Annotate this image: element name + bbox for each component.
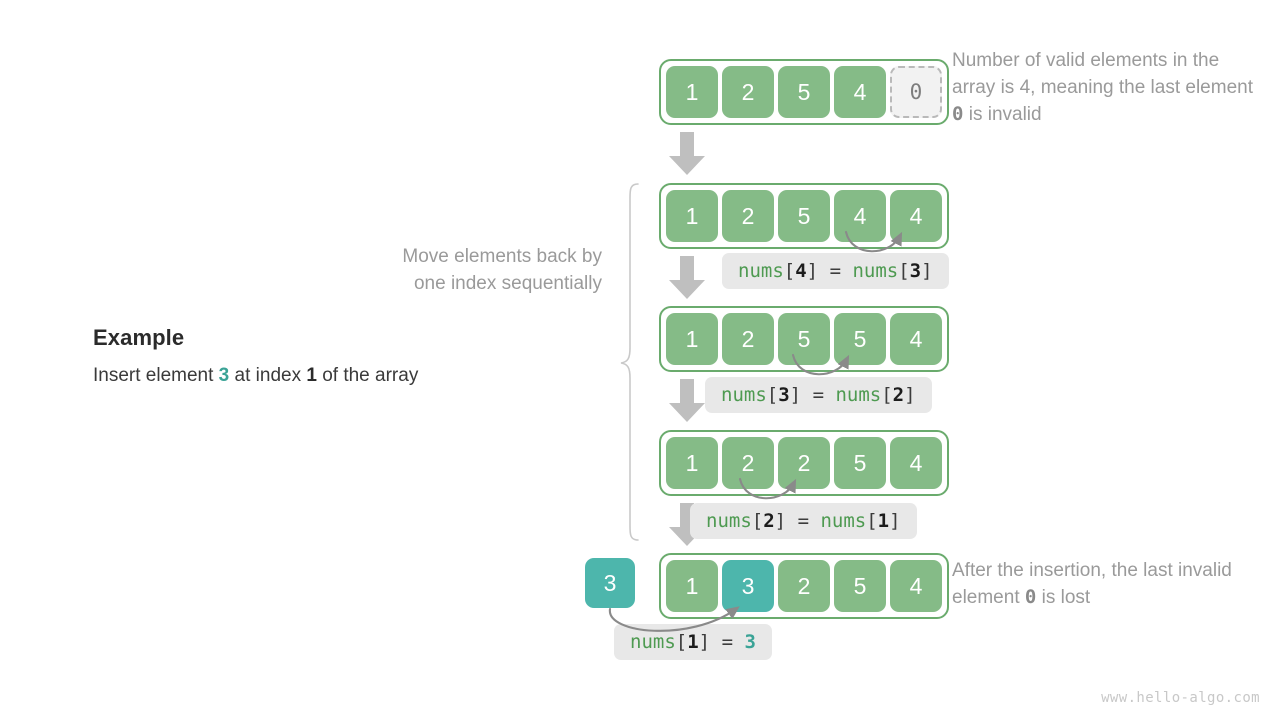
array-cell: 2	[778, 560, 830, 612]
example-desc-prefix: Insert element	[93, 365, 219, 386]
move-caption-line2: one index sequentially	[413, 273, 602, 294]
code-target-name: nums	[721, 384, 767, 406]
code-label-assign-1-value-3: nums[1] = 3	[614, 624, 772, 660]
step3-array: 1 2 2 5 4	[659, 430, 949, 496]
array-cell: 5	[778, 313, 830, 365]
code-source-value: 3	[744, 631, 756, 653]
array-cell: 2	[778, 437, 830, 489]
array-cell: 1	[666, 560, 718, 612]
array-cell: 1	[666, 190, 718, 242]
array-cell: 4	[834, 66, 886, 118]
array-cell: 4	[890, 560, 942, 612]
grouping-brace-icon	[620, 183, 639, 541]
array-cell: 5	[834, 437, 886, 489]
array-cell-inserted: 3	[722, 560, 774, 612]
array-cell: 4	[890, 313, 942, 365]
insert-value-box: 3	[585, 558, 635, 608]
code-source-index: 1	[877, 510, 890, 532]
array-cell: 4	[890, 190, 942, 242]
move-elements-caption: Move elements back by one index sequenti…	[280, 243, 602, 297]
example-desc-middle: at index	[229, 365, 307, 386]
code-label-assign-2-from-1: nums[2] = nums[1]	[690, 503, 917, 539]
example-title: Example	[93, 325, 185, 350]
note-valid-elements: Number of valid elements in the array is…	[952, 47, 1257, 128]
code-source-name: nums	[852, 260, 899, 282]
code-target-index: 3	[778, 384, 790, 406]
array-cell: 4	[834, 190, 886, 242]
code-source-name: nums	[820, 510, 867, 532]
down-arrow-icon	[669, 379, 705, 422]
final-array: 1 3 2 5 4	[659, 553, 949, 619]
down-arrow-icon	[669, 256, 705, 299]
code-target-name: nums	[630, 631, 676, 653]
example-description: Insert element 3 at index 1 of the array	[93, 365, 573, 387]
array-cell: 5	[778, 190, 830, 242]
note-after-zero: 0	[1024, 586, 1037, 608]
example-block: Example Insert element 3 at index 1 of t…	[93, 325, 573, 387]
array-cell: 2	[722, 437, 774, 489]
note-valid-text-1: Number of valid elements in the array is…	[952, 50, 1253, 98]
array-cell: 2	[722, 66, 774, 118]
move-caption-line1: Move elements back by	[402, 246, 602, 267]
note-valid-text-2: is invalid	[963, 104, 1042, 125]
array-cell: 5	[778, 66, 830, 118]
array-cell: 1	[666, 66, 718, 118]
code-label-assign-3-from-2: nums[3] = nums[2]	[705, 377, 932, 413]
example-desc-value: 3	[218, 365, 230, 386]
note-after-insertion: After the insertion, the last invalid el…	[952, 557, 1252, 611]
note-valid-zero: 0	[952, 103, 964, 125]
initial-array: 1 2 5 4 0	[659, 59, 949, 125]
step1-array: 1 2 5 4 4	[659, 183, 949, 249]
array-cell: 2	[722, 190, 774, 242]
array-cell: 5	[834, 560, 886, 612]
code-target-index: 4	[795, 260, 807, 282]
array-cell-invalid: 0	[890, 66, 942, 118]
example-desc-index: 1	[306, 365, 317, 386]
example-desc-suffix: of the array	[316, 365, 419, 386]
array-cell: 2	[722, 313, 774, 365]
code-label-assign-4-from-3: nums[4] = nums[3]	[722, 253, 949, 289]
note-after-text-2: is lost	[1036, 587, 1091, 608]
array-cell: 5	[834, 313, 886, 365]
code-target-name: nums	[706, 510, 752, 532]
code-target-name: nums	[738, 260, 784, 282]
step2-array: 1 2 5 5 4	[659, 306, 949, 372]
code-target-index: 1	[687, 631, 699, 653]
watermark: www.hello-algo.com	[1101, 690, 1260, 706]
array-cell: 1	[666, 313, 718, 365]
code-source-name: nums	[835, 384, 882, 406]
array-cell: 4	[890, 437, 942, 489]
code-source-index: 3	[909, 260, 922, 282]
array-cell: 1	[666, 437, 718, 489]
note-after-text-1: After the insertion, the last invalid el…	[952, 560, 1232, 608]
code-target-index: 2	[763, 510, 775, 532]
code-source-index: 2	[892, 384, 905, 406]
down-arrow-icon	[669, 132, 705, 175]
